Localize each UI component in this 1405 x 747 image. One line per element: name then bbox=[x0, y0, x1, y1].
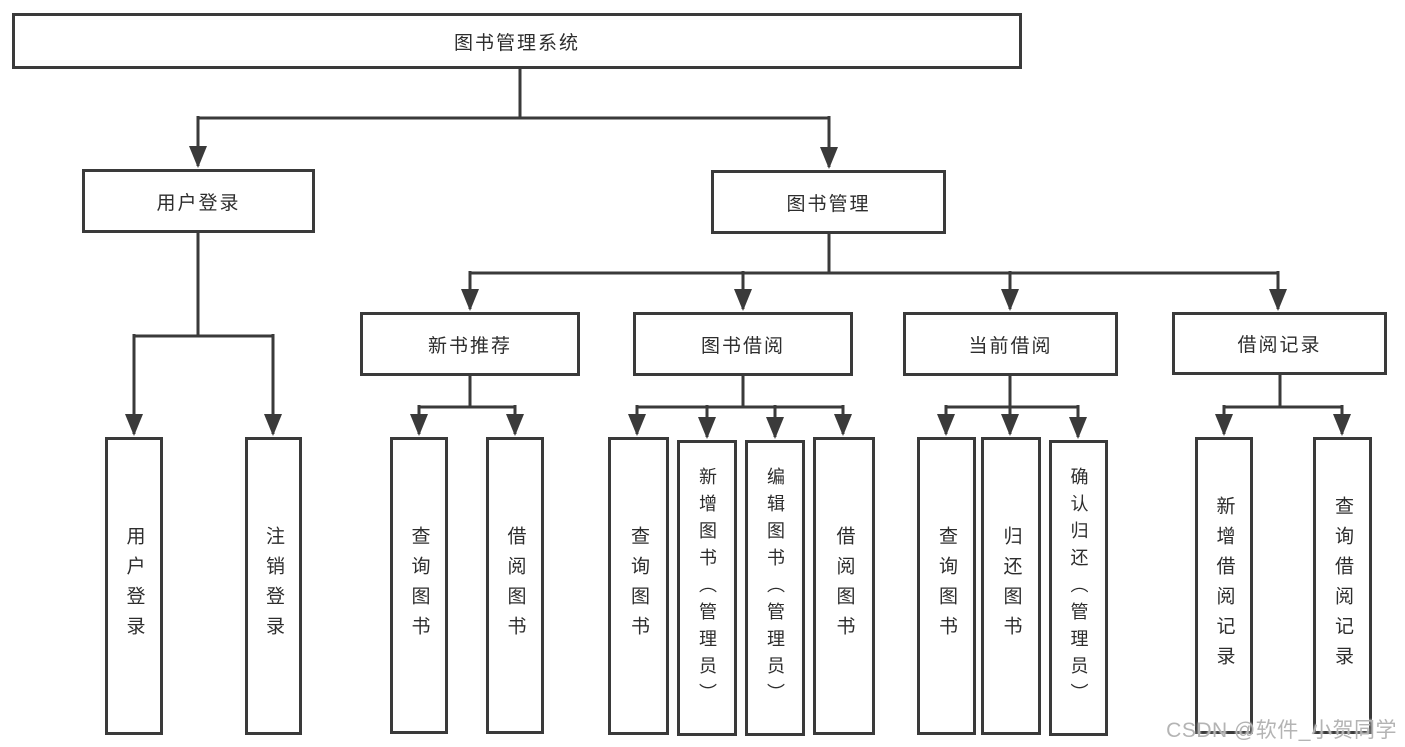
node-new-book-recommend: 新书推荐 bbox=[360, 312, 580, 376]
leaf-query-books-borrow: 查询图书 bbox=[608, 437, 669, 735]
node-book-borrowing: 图书借阅 bbox=[633, 312, 853, 376]
node-borrowing-records: 借阅记录 bbox=[1172, 312, 1387, 375]
leaf-confirm-return-admin: 确认归还（管理员） bbox=[1049, 440, 1108, 736]
leaf-logout: 注销登录 bbox=[245, 437, 302, 735]
leaf-borrow-books: 借阅图书 bbox=[813, 437, 875, 735]
leaf-borrow-books-recommend: 借阅图书 bbox=[486, 437, 544, 734]
leaf-query-borrow-record: 查询借阅记录 bbox=[1313, 437, 1372, 734]
node-user-login: 用户登录 bbox=[82, 169, 315, 233]
node-current-borrowing: 当前借阅 bbox=[903, 312, 1118, 376]
csdn-watermark: CSDN @软件_小贺同学 bbox=[1166, 719, 1397, 742]
leaf-query-books-current: 查询图书 bbox=[917, 437, 976, 735]
leaf-query-books-recommend: 查询图书 bbox=[390, 437, 448, 734]
leaf-edit-books-admin: 编辑图书（管理员） bbox=[745, 440, 805, 736]
node-book-management: 图书管理 bbox=[711, 170, 946, 234]
leaf-user-login: 用户登录 bbox=[105, 437, 163, 735]
node-root-library-management-system: 图书管理系统 bbox=[12, 13, 1022, 69]
leaf-add-borrow-record: 新增借阅记录 bbox=[1195, 437, 1253, 734]
leaf-add-books-admin: 新增图书（管理员） bbox=[677, 440, 737, 736]
leaf-return-books: 归还图书 bbox=[981, 437, 1041, 735]
